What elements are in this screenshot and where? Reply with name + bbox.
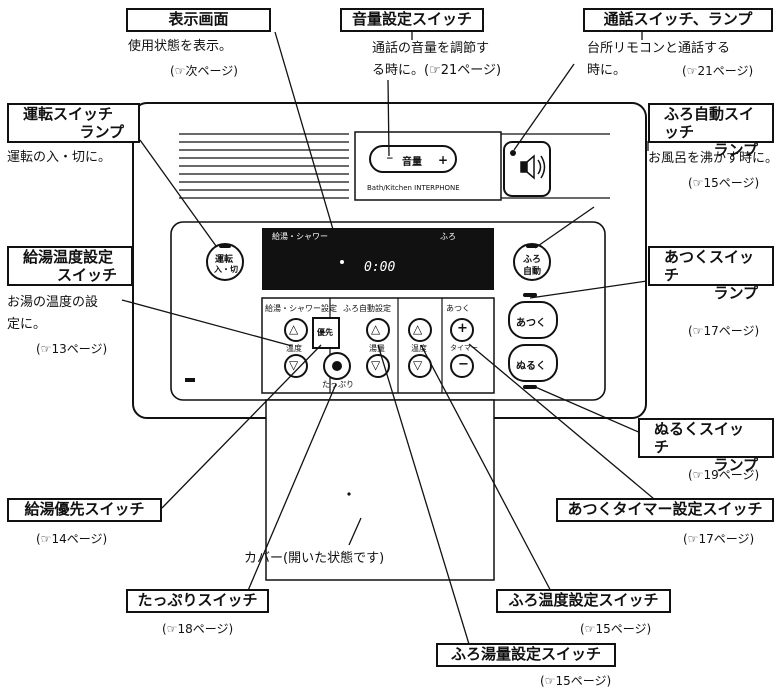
auto-button-label-2: 自動 <box>523 267 542 277</box>
volume-switch[interactable] <box>369 145 457 173</box>
priority-callout: 給湯優先スイッチ <box>7 498 162 522</box>
bath-temp-down-button[interactable] <box>408 354 432 378</box>
water-temp-desc-2: 定に。 <box>7 317 47 332</box>
plenty-label: たっぷり <box>322 380 354 389</box>
auto-bath-ref: (☞15ページ) <box>688 176 760 190</box>
bath-volume-down-button[interactable] <box>366 354 390 378</box>
display-ref: (☞次ページ) <box>170 64 238 78</box>
hotter-callout: あつくスイッチランプ <box>648 246 774 302</box>
water-temp-up-arrow: △ <box>289 322 299 336</box>
bath-temp-label: 温度 <box>411 344 427 353</box>
water-temp-down-arrow: ▽ <box>289 358 299 372</box>
volume-callout: 音量設定スイッチ <box>340 8 484 32</box>
priority-label: 優先 <box>317 328 333 337</box>
lcd-left-label: 給湯・シャワー <box>272 232 328 241</box>
cooler-ref: (☞19ページ) <box>688 468 760 482</box>
volume-label: 音量 <box>402 157 422 168</box>
cover-desc: カバー(開いた状態です) <box>244 551 385 566</box>
power-lamp <box>219 244 231 248</box>
water-temp-up-button[interactable] <box>284 318 308 342</box>
talk-callout: 通話スイッチ、ランプ <box>583 8 773 32</box>
volume-minus-label: − <box>386 154 394 164</box>
auto-button-label-1: ふろ <box>523 255 542 265</box>
timer-minus-button[interactable] <box>450 354 474 378</box>
water-temp-down-button[interactable] <box>284 354 308 378</box>
auto-bath-lamp <box>526 244 538 248</box>
hotter-lamp <box>523 293 537 297</box>
timer-plus-button[interactable] <box>450 318 474 342</box>
speaker-grille <box>179 133 610 199</box>
talk-desc-1: 台所リモコンと通話する <box>587 41 731 56</box>
volume-plus-label: + <box>438 153 449 167</box>
plenty-callout: たっぷりスイッチ <box>126 589 269 613</box>
water-temp-callout: 給湯温度設定スイッチ <box>7 246 133 286</box>
hotter-switch[interactable] <box>508 301 558 339</box>
leader-lines <box>121 31 667 655</box>
talk-ref: (☞21ページ) <box>682 64 754 78</box>
bath-temp-ref: (☞15ページ) <box>580 622 652 636</box>
power-button-label-1: 運転 <box>215 255 234 265</box>
lcd-display <box>262 228 494 290</box>
bath-volume-ref: (☞15ページ) <box>540 674 612 688</box>
cover <box>265 399 495 581</box>
indicator-mark <box>185 378 195 382</box>
hotter-ref: (☞17ページ) <box>688 324 760 338</box>
bath-volume-down-arrow: ▽ <box>371 358 381 372</box>
bath-temp-down-arrow: ▽ <box>413 358 423 372</box>
cooler-switch[interactable] <box>508 344 558 382</box>
talk-lamp <box>510 150 516 156</box>
lcd-time: 0:00 <box>364 260 396 275</box>
display-callout: 表示画面 <box>126 8 271 32</box>
lcd-dot <box>340 260 344 264</box>
auto-bath-callout: ふろ自動スイッチランプ <box>648 103 774 159</box>
section-hot-label: あつく <box>446 304 470 313</box>
bath-volume-callout: ふろ湯量設定スイッチ <box>436 643 616 667</box>
volume-desc-2: る時に。(☞21ページ) <box>372 63 502 78</box>
timer-plus-sign: + <box>457 321 468 336</box>
hotter-button-label: あつく <box>516 318 546 329</box>
bath-volume-up-arrow: △ <box>371 322 381 336</box>
bath-temp-up-button[interactable] <box>408 318 432 342</box>
power-button-label-2: 入・切 <box>214 265 238 274</box>
timer-ref: (☞17ページ) <box>683 532 755 546</box>
cooler-callout: ぬるくスイッチランプ <box>638 418 774 474</box>
timer-label: タイマー <box>450 344 478 352</box>
talk-desc-2: 時に。 <box>587 63 627 78</box>
section-bath-label: ふろ自動設定 <box>343 304 391 313</box>
bath-volume-up-button[interactable] <box>366 318 390 342</box>
bath-temp-callout: ふろ温度設定スイッチ <box>496 589 671 613</box>
display-desc: 使用状態を表示。 <box>128 39 233 54</box>
timer-callout: あつくタイマー設定スイッチ <box>556 498 774 522</box>
brand-label: Bath/Kitchen INTERPHONE <box>367 184 460 192</box>
section-water-label: 給湯・シャワー設定 <box>265 304 337 313</box>
plenty-ref: (☞18ページ) <box>162 622 234 636</box>
cooler-button-label: ぬるく <box>516 361 546 372</box>
power-callout: 運転スイッチランプ <box>7 103 140 143</box>
water-temp-ref: (☞13ページ) <box>36 342 108 356</box>
bath-volume-label: 湯量 <box>369 344 385 353</box>
volume-desc-1: 通話の音量を調節す <box>372 41 490 56</box>
power-desc: 運転の入・切に。 <box>7 150 112 165</box>
priority-switch[interactable] <box>312 317 340 349</box>
bath-temp-up-arrow: △ <box>413 322 423 336</box>
lcd-right-label: ふろ <box>440 232 456 241</box>
priority-ref: (☞14ページ) <box>36 532 108 546</box>
water-temp-label: 温度 <box>286 344 302 353</box>
timer-minus-sign: − <box>458 357 469 372</box>
speaker-icon <box>520 154 546 180</box>
auto-bath-desc: お風呂を沸かす時に。 <box>648 151 779 166</box>
water-temp-desc-1: お湯の温度の設 <box>7 295 99 310</box>
